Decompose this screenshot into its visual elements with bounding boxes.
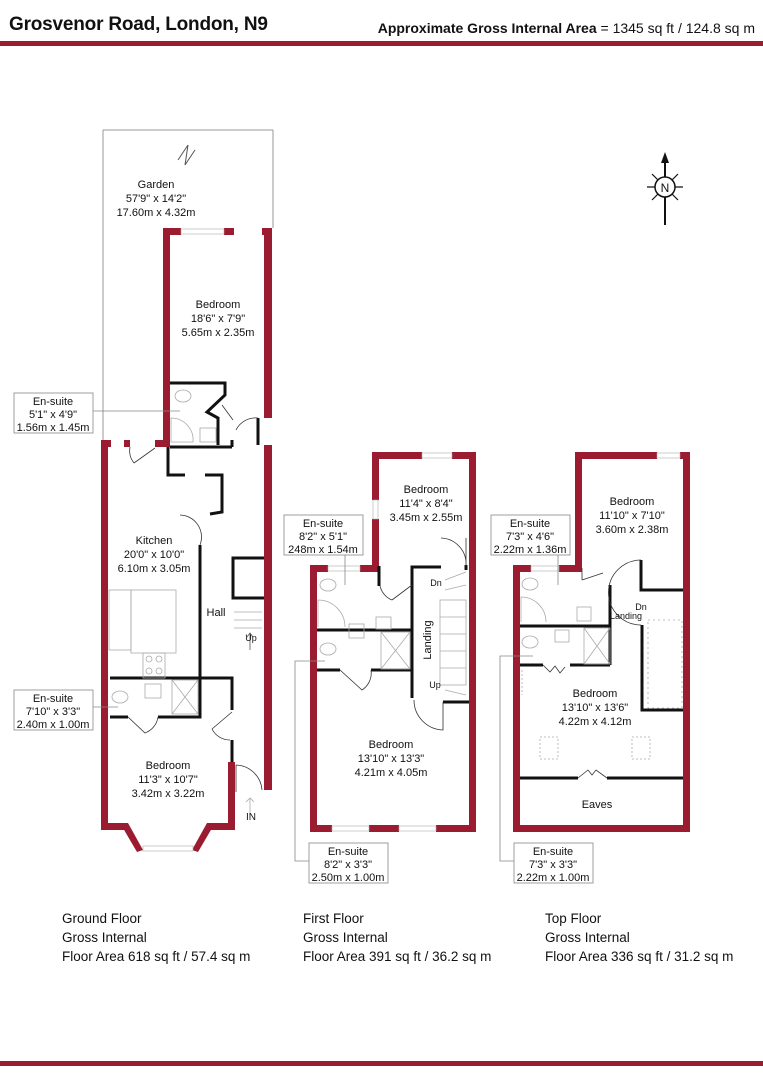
floor-gross: Gross Internal — [545, 930, 630, 945]
garden-name: Garden — [138, 179, 175, 191]
callout-imperial: 8'2" x 5'1" — [299, 531, 347, 543]
top-bedroom-1-name: Bedroom — [610, 496, 655, 508]
garden-metric: 17.60m x 4.32m — [117, 207, 196, 219]
first-floor-plan: Bedroom 11'4" x 8'4" 3.45m x 2.55m Bedro… — [283, 452, 476, 884]
first-bedroom-1-imperial: 11'4" x 8'4" — [399, 498, 452, 510]
callout-metric: 2.22m x 1.36m — [494, 544, 567, 556]
callout-imperial: 8'2" x 3'3" — [324, 859, 372, 871]
callout-metric: 2.22m x 1.00m — [517, 872, 590, 884]
kitchen-name: Kitchen — [136, 535, 173, 547]
ground-ensuite-callout-2: En-suite 7'10" x 3'3" 2.40m x 1.00m — [13, 689, 118, 731]
top-ensuite-callout-2: En-suite 7'3" x 3'3" 2.22m x 1.00m — [499, 655, 594, 884]
top-floor-plan: Bedroom 11'10" x 7'10" 3.60m x 2.38m Bed… — [490, 452, 690, 884]
floor-area: Floor Area 391 sq ft / 36.2 sq m — [303, 949, 492, 964]
top-bedroom-2-metric: 4.22m x 4.12m — [559, 716, 632, 728]
rear-bedroom-metric: 5.65m x 2.35m — [182, 327, 255, 339]
entrance-label: IN — [246, 812, 256, 823]
property-title: Grosvenor Road, London, N9 — [9, 14, 268, 35]
kitchen-imperial: 20'0" x 10'0" — [124, 549, 184, 561]
compass-label: N — [661, 181, 670, 195]
ground-floor-summary: Ground Floor Gross Internal Floor Area 6… — [62, 909, 250, 966]
callout-name: En-suite — [533, 846, 573, 858]
first-exterior-walls — [310, 452, 476, 832]
garden-boundary — [102, 129, 274, 440]
top-windows — [530, 452, 681, 572]
first-ensuite-callout-2: En-suite 8'2" x 3'3" 2.50m x 1.00m — [294, 660, 389, 884]
first-windows — [327, 452, 453, 832]
callout-imperial: 7'3" x 3'3" — [529, 859, 577, 871]
first-dn-label: Dn — [430, 578, 442, 588]
top-interior-walls — [520, 560, 683, 780]
floor-area: Floor Area 618 sq ft / 57.4 sq m — [62, 949, 251, 964]
callout-name: En-suite — [510, 518, 550, 530]
top-bedroom-1-metric: 3.60m x 2.38m — [596, 524, 669, 536]
top-doors — [542, 559, 642, 779]
garden-imperial: 57'9" x 14'2" — [126, 193, 186, 205]
first-floor-summary: First Floor Gross Internal Floor Area 39… — [303, 909, 491, 966]
floor-gross: Gross Internal — [62, 930, 147, 945]
first-ensuite-callout-1: En-suite 8'2" x 5'1" 248m x 1.54m — [283, 514, 364, 585]
callout-metric: 248m x 1.54m — [288, 544, 358, 556]
stairs-up-label: Up — [245, 633, 257, 643]
callout-name: En-suite — [328, 846, 368, 858]
gross-area-value: = 1345 sq ft / 124.8 sq m — [600, 20, 756, 36]
header-divider — [0, 41, 763, 46]
first-interior-walls — [317, 565, 469, 704]
first-up-label: Up — [429, 680, 441, 690]
kitchen-metric: 6.10m x 3.05m — [118, 563, 191, 575]
first-doors — [339, 537, 467, 731]
first-fixtures — [317, 571, 467, 696]
front-bedroom-imperial: 11'3" x 10'7" — [138, 774, 198, 786]
rear-bedroom-imperial: 18'6" x 7'9" — [191, 313, 245, 325]
top-dn-label: Dn — [635, 602, 647, 612]
callout-metric: 2.50m x 1.00m — [312, 872, 385, 884]
first-landing-label: Landing — [422, 620, 434, 659]
top-landing-label: Landing — [610, 611, 642, 621]
ground-exterior-walls — [101, 228, 272, 852]
first-bedroom-2-name: Bedroom — [369, 739, 414, 751]
ground-doors — [127, 404, 263, 792]
first-bedroom-2-imperial: 13'10" x 13'3" — [358, 753, 425, 765]
first-bedroom-2-metric: 4.21m x 4.05m — [355, 767, 428, 779]
top-fixtures — [520, 577, 683, 760]
top-ensuite-callout-1: En-suite 7'3" x 4'6" 2.22m x 1.36m — [490, 514, 571, 585]
first-bedroom-1-name: Bedroom — [404, 484, 449, 496]
hall-label: Hall — [207, 607, 226, 619]
top-bedroom-1-imperial: 11'10" x 7'10" — [599, 510, 665, 522]
callout-name: En-suite — [33, 693, 73, 705]
top-bedroom-2-name: Bedroom — [573, 688, 618, 700]
ground-fixtures — [108, 389, 262, 815]
floor-name: Ground Floor — [62, 911, 142, 926]
top-exterior-walls — [513, 452, 690, 832]
gross-area-label: Approximate Gross Internal Area — [377, 20, 597, 36]
callout-metric: 1.56m x 1.45m — [17, 422, 90, 434]
footer-divider — [0, 1061, 763, 1066]
callout-name: En-suite — [303, 518, 343, 530]
eaves-label: Eaves — [582, 799, 613, 811]
ground-ensuite-callout-1: En-suite 5'1" x 4'9" 1.56m x 1.45m — [13, 392, 180, 434]
callout-imperial: 5'1" x 4'9" — [29, 409, 77, 421]
window — [180, 228, 225, 235]
callout-metric: 2.40m x 1.00m — [17, 719, 90, 731]
first-bedroom-1-metric: 3.45m x 2.55m — [390, 512, 463, 524]
floor-name: Top Floor — [545, 911, 602, 926]
floor-gross: Gross Internal — [303, 930, 388, 945]
floor-area: Floor Area 336 sq ft / 31.2 sq m — [545, 949, 734, 964]
top-floor-summary: Top Floor Gross Internal Floor Area 336 … — [545, 909, 733, 966]
bay-window — [142, 845, 194, 852]
ground-floor-plan: Garden 57'9" x 14'2" 17.60m x 4.32m Bedr… — [13, 129, 274, 852]
callout-imperial: 7'10" x 3'3" — [26, 706, 80, 718]
front-bedroom-name: Bedroom — [146, 760, 191, 772]
rear-bedroom-name: Bedroom — [196, 299, 241, 311]
gross-area: Approximate Gross Internal Area = 1345 s… — [378, 20, 755, 36]
callout-name: En-suite — [33, 396, 73, 408]
callout-imperial: 7'3" x 4'6" — [506, 531, 554, 543]
front-bedroom-metric: 3.42m x 3.22m — [132, 788, 205, 800]
north-arrow-icon: N — [647, 152, 683, 225]
top-bedroom-2-imperial: 13'10" x 13'6" — [562, 702, 629, 714]
floor-name: First Floor — [303, 911, 364, 926]
